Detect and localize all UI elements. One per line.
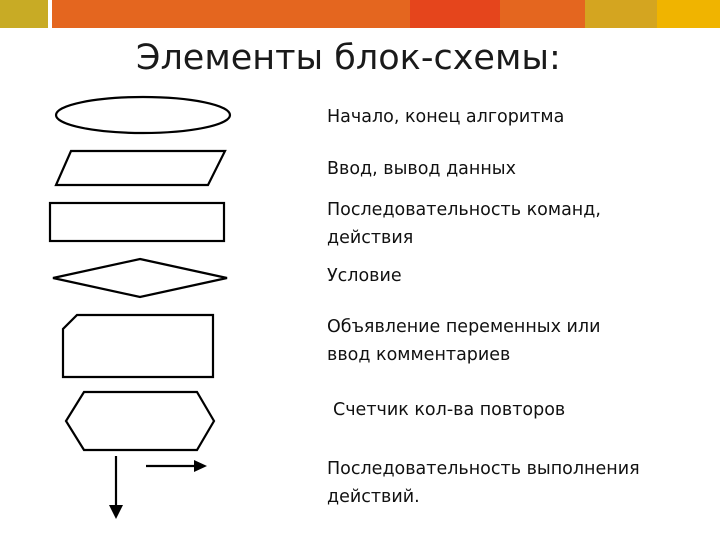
bar-segment [585, 0, 657, 28]
bar-segment [48, 0, 52, 28]
label-process-line-2: действия [327, 228, 414, 248]
label-flow-line-2: действий. [327, 487, 420, 507]
label-declaration-line-2: ввод комментариев [327, 345, 511, 365]
label-flow-line-1: Последовательность выполнения [327, 459, 640, 479]
bar-segment [52, 0, 410, 28]
terminator-ellipse-shape [54, 95, 232, 135]
bar-segment [0, 0, 48, 28]
label-input-output: Ввод, вывод данных [327, 159, 516, 179]
slide-title: Элементы блок-схемы: [136, 38, 561, 78]
process-rectangle-shape [48, 201, 226, 243]
bar-segment [410, 0, 500, 28]
label-terminator: Начало, конец алгоритма [327, 107, 565, 127]
arrow-right-head [194, 460, 207, 472]
declaration-cut-corner-rect-shape [61, 313, 215, 379]
label-loop: Счетчик кол-ва повторов [333, 400, 566, 420]
label-decision: Условие [327, 266, 402, 286]
input-output-parallelogram-shape [54, 149, 227, 187]
decision-diamond-shape [52, 257, 228, 299]
arrow-down-head [109, 505, 123, 519]
bar-segment [657, 0, 720, 28]
top-color-bar [0, 0, 720, 28]
loop-hexagon-shape [64, 390, 216, 452]
bar-segment [500, 0, 585, 28]
label-process-line-1: Последовательность команд, [327, 200, 601, 220]
label-declaration-line-1: Объявление переменных или [327, 317, 601, 337]
